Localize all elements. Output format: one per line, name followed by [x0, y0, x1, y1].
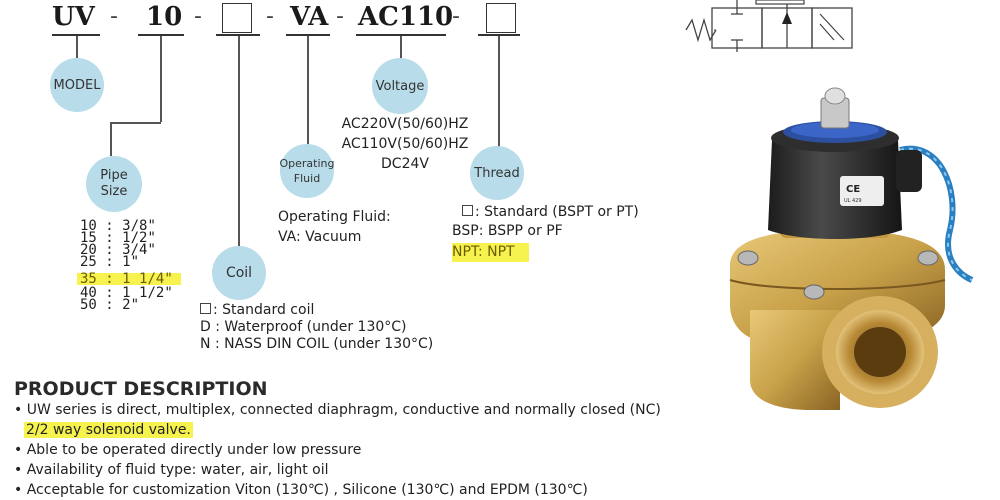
code-separator: -: [336, 4, 344, 29]
code-separator: -: [194, 4, 202, 29]
ul-label: UL 429: [844, 198, 862, 204]
voltage-connector: [400, 36, 402, 58]
model-code-voltage: AC110: [358, 2, 454, 32]
list-item: 25 : 1": [80, 254, 140, 270]
uv-underline: [52, 34, 100, 36]
list-item: 20 : 3/4": [80, 242, 156, 258]
model-code-uv: UV: [52, 2, 95, 32]
code-separator: -: [110, 4, 118, 29]
coil-code-box: [222, 3, 252, 33]
voltage-item: AC220V(50/60)HZ: [341, 116, 469, 132]
ce-label: CE: [846, 184, 860, 195]
voltage-item: DC24V: [381, 156, 429, 172]
model-bubble: MODEL: [50, 58, 104, 112]
fluid-heading: Operating Fluid:: [278, 209, 391, 225]
code-separator: -: [452, 4, 460, 29]
thread-option-npt-highlighted: NPT: NPT: [452, 243, 529, 262]
description-item: • UW series is direct, multiplex, connec…: [14, 402, 661, 418]
description-item: • Acceptable for customization Viton (13…: [14, 482, 588, 498]
coil-option-waterproof: D : Waterproof (under 130°C): [200, 319, 407, 335]
voltage-underline: [356, 34, 446, 36]
checkbox-square-icon: [200, 303, 211, 314]
voltage-bubble-label: Voltage: [375, 78, 425, 94]
checkbox-square-icon: [462, 205, 473, 216]
fluid-underline: [286, 34, 330, 36]
coil-bubble: Coil: [212, 246, 266, 300]
thread-option-standard: : Standard (BSPT or PT): [452, 203, 639, 222]
coil-options: : Standard coil D : Waterproof (under 13…: [200, 302, 433, 353]
description-item-continuation: 2/2 way solenoid valve.: [24, 422, 193, 438]
product-description-heading: PRODUCT DESCRIPTION: [14, 378, 268, 400]
fluid-value: VA: Vacuum: [278, 229, 362, 245]
code-separator: -: [266, 4, 274, 29]
solenoid-valve-image: CE UL 429: [729, 87, 974, 410]
thread-options: : Standard (BSPT or PT) BSP: BSPP or PF …: [452, 203, 639, 262]
list-item: 10 : 3/8": [80, 218, 156, 234]
valve-schematic-icon: [685, 0, 853, 52]
thread-option-bsp: BSP: BSPP or PF: [452, 223, 563, 239]
product-description-list: • UW series is direct, multiplex, connec…: [14, 400, 661, 500]
model-code-size: 10: [146, 2, 183, 32]
description-item: • Availability of fluid type: water, air…: [14, 462, 329, 478]
coil-underline: [216, 34, 260, 36]
fluid-bubble-label-2: Fluid: [293, 172, 321, 185]
size-underline: [138, 34, 184, 36]
coil-bubble-label: Coil: [225, 265, 253, 281]
size-connector-h: [110, 122, 161, 124]
fluid-bubble-label-1: Operating: [279, 157, 335, 170]
description-item: • Able to be operated directly under low…: [14, 442, 362, 458]
pipe-size-bubble-label-2: Size: [100, 184, 128, 199]
coil-connector: [238, 36, 240, 246]
model-bubble-label: MODEL: [53, 77, 101, 93]
pipe-size-list: 10 : 3/8" 15 : 1/2" 20 : 3/4" 25 : 1" 35…: [77, 218, 181, 313]
thread-code-box: [486, 3, 516, 33]
list-item: 50 : 2": [80, 297, 140, 313]
model-connector: [76, 36, 78, 58]
thread-connector: [498, 36, 500, 148]
operating-fluid-bubble: Operating Fluid: [279, 144, 335, 198]
size-connector-v1: [160, 36, 162, 122]
pipe-size-bubble-label-1: Pipe: [100, 168, 128, 183]
thread-bubble-label: Thread: [474, 165, 520, 181]
thread-bubble: Thread: [470, 146, 524, 200]
fluid-connector: [307, 36, 309, 144]
list-item-highlighted: 35 : 1 1/4": [77, 272, 181, 286]
size-connector-v2: [110, 122, 112, 156]
coil-option-standard: : Standard coil: [200, 302, 433, 319]
list-item: 15 : 1/2": [80, 230, 156, 246]
voltage-bubble: Voltage: [372, 58, 428, 114]
model-code-fluid: VA: [290, 2, 329, 32]
thread-underline: [478, 34, 520, 36]
voltage-list: AC220V(50/60)HZ AC110V(50/60)HZ DC24V: [340, 114, 470, 174]
coil-option-nass: N : NASS DIN COIL (under 130°C): [200, 336, 434, 352]
fluid-description: Operating Fluid: VA: Vacuum: [278, 207, 391, 247]
voltage-item: AC110V(50/60)HZ: [341, 136, 469, 152]
list-item: 40 : 1 1/2": [80, 285, 173, 301]
pipe-size-bubble: Pipe Size: [86, 156, 142, 212]
